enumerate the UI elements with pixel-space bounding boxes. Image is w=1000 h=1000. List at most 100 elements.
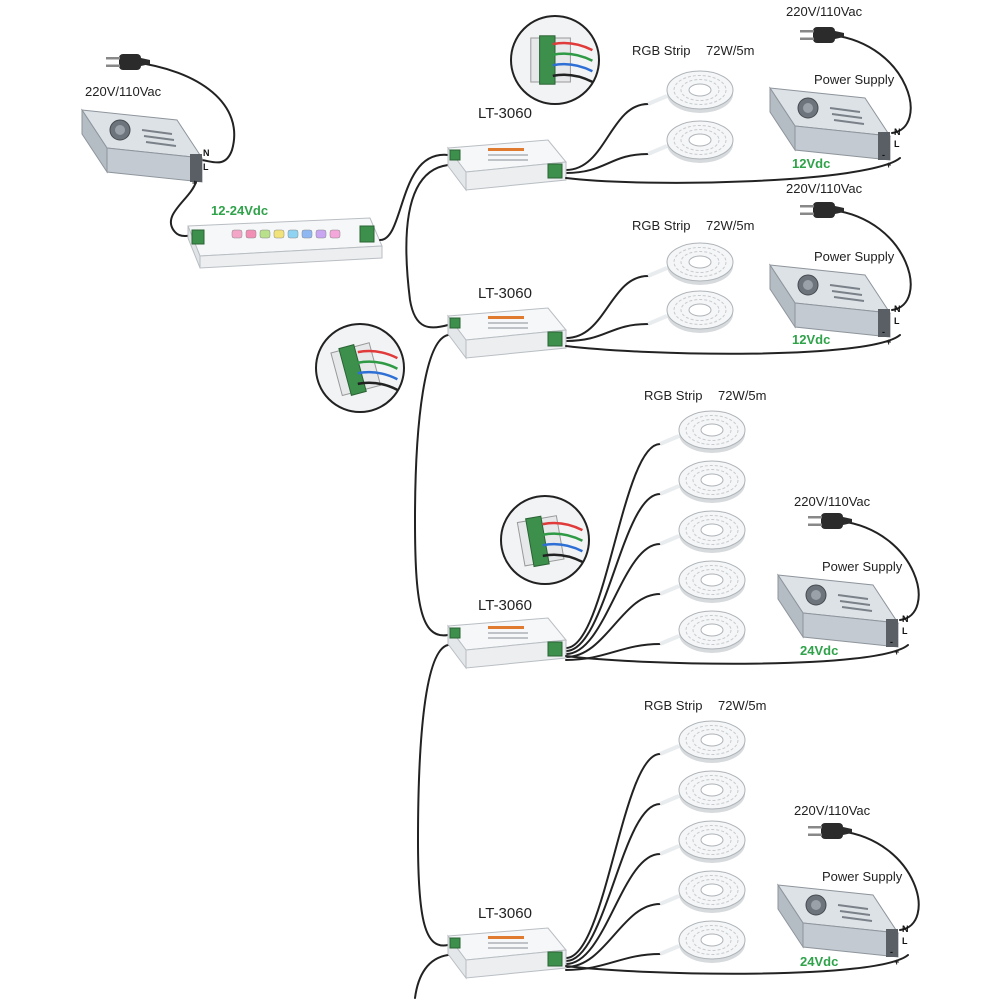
decoder-2-device <box>447 307 567 359</box>
decoder-2-strip-cable <box>565 323 649 342</box>
decoder-1-dc-cable <box>565 157 901 184</box>
decoder-4-dc-cable <box>565 954 909 975</box>
controller-button <box>259 229 271 239</box>
decoder-2-dc-label: 12Vdc <box>792 332 830 347</box>
decoder-3-rgb-strip <box>658 609 747 655</box>
wiring-zoom-2 <box>315 323 405 413</box>
decoder-1-dc-label: 12Vdc <box>792 156 830 171</box>
decoder-2-rgb-strip <box>646 289 735 335</box>
decoder-4-mains-label: 220V/110Vac <box>794 803 871 818</box>
decoder-3-term-n: N <box>902 614 909 624</box>
decoder-3-model-label: LT-3060 <box>478 597 532 614</box>
decoder-1-model-label: LT-3060 <box>478 105 532 122</box>
psu-term-n-main: N <box>203 148 210 158</box>
decoder-1-mains-plug <box>800 27 844 43</box>
decoder-2-mains-cable <box>831 209 912 311</box>
controller-button <box>287 229 299 239</box>
controller-button <box>329 229 341 239</box>
controller-button <box>301 229 313 239</box>
decoder-4-rgb-strip <box>658 769 747 815</box>
decoder-1-term-plus: + <box>886 160 891 170</box>
decoder-3-power-supply <box>777 574 899 648</box>
decoder-2-strip-label: RGB Strip <box>632 218 691 233</box>
wiring-zoom-1 <box>510 15 600 105</box>
decoder-1-strip-power: 72W/5m <box>706 43 754 58</box>
decoder-3-mains-label: 220V/110Vac <box>794 494 871 509</box>
decoder-3-psu-label: Power Supply <box>822 559 903 574</box>
decoder-3-strip-power: 72W/5m <box>718 388 766 403</box>
decoder-2-psu-label: Power Supply <box>814 249 895 264</box>
decoder-4-power-supply <box>777 884 899 958</box>
wiring-zoom-3 <box>500 495 590 585</box>
decoder-4-rgb-strip <box>658 919 747 965</box>
decoder-4-rgb-strip <box>658 819 747 865</box>
decoder-1-mains-label: 220V/110Vac <box>786 4 863 19</box>
decoder-4-strip-label: RGB Strip <box>644 698 703 713</box>
rgb-controller <box>187 217 383 269</box>
decoder-4-term-n: N <box>902 924 909 934</box>
decoder-3-dc-cable <box>565 644 909 665</box>
decoder-1-strip-label: RGB Strip <box>632 43 691 58</box>
decoder-3-term-l: L <box>902 626 908 636</box>
decoder-1-strip-cable <box>565 103 649 171</box>
decoder-4-strip-cable <box>565 953 661 971</box>
decoder-2-term-n: N <box>894 304 901 314</box>
decoder-2-power-supply <box>769 264 891 338</box>
decoder-4-psu-label: Power Supply <box>822 869 903 884</box>
decoder-3-rgb-strip <box>658 409 747 455</box>
decoder-4-strip-power: 72W/5m <box>718 698 766 713</box>
mains-cable-main <box>131 61 236 164</box>
decoder-2-strip-cable <box>565 275 649 339</box>
decoder-4-term-minus: - <box>890 947 893 957</box>
decoder-3-mains-cable <box>839 520 920 621</box>
trunk-cable <box>379 153 449 999</box>
decoder-2-strip-power: 72W/5m <box>706 218 754 233</box>
decoder-3-strip-cable <box>565 593 661 658</box>
decoder-3-strip-cable <box>565 543 661 655</box>
decoder-4-model-label: LT-3060 <box>478 905 532 922</box>
decoder-4-strip-cable <box>565 803 661 962</box>
decoder-1-rgb-strip <box>646 69 735 115</box>
decoder-3-strip-cable <box>565 643 661 661</box>
decoder-4-strip-cable <box>565 753 661 959</box>
decoder-4-dc-label: 24Vdc <box>800 954 838 969</box>
decoder-1-power-supply <box>769 87 891 161</box>
decoder-2-mains-plug <box>800 202 844 218</box>
decoder-3-dc-label: 24Vdc <box>800 643 838 658</box>
controller-button <box>231 229 243 239</box>
decoder-2-term-plus: + <box>886 337 891 347</box>
decoder-3-device <box>447 617 567 669</box>
controller-button <box>245 229 257 239</box>
decoder-1-term-n: N <box>894 127 901 137</box>
decoder-2-model-label: LT-3060 <box>478 285 532 302</box>
decoder-3-rgb-strip <box>658 459 747 505</box>
decoder-3-mains-plug <box>808 513 852 529</box>
decoder-4-strip-cable <box>565 903 661 968</box>
decoder-3-rgb-strip <box>658 509 747 555</box>
decoder-1-psu-label: Power Supply <box>814 72 895 87</box>
decoder-3-rgb-strip <box>658 559 747 605</box>
decoder-2-term-minus: - <box>882 327 885 337</box>
decoder-4-term-l: L <box>902 936 908 946</box>
power-supply-main <box>81 109 203 183</box>
controller-button <box>273 229 285 239</box>
decoder-4-mains-plug <box>808 823 852 839</box>
decoder-3-strip-label: RGB Strip <box>644 388 703 403</box>
psu-term-l-main: L <box>203 162 209 172</box>
decoder-1-term-minus: - <box>882 150 885 160</box>
decoder-2-rgb-strip <box>646 241 735 287</box>
decoder-3-term-plus: + <box>894 647 899 657</box>
decoder-1-rgb-strip <box>646 119 735 165</box>
decoder-4-strip-cable <box>565 853 661 965</box>
decoder-2-term-l: L <box>894 316 900 326</box>
decoder-1-device <box>447 139 567 191</box>
decoder-4-mains-cable <box>839 830 920 931</box>
mains-plug-main <box>106 54 150 70</box>
mains-label-main: 220V/110Vac <box>85 84 162 99</box>
decoder-2-dc-cable <box>565 334 901 355</box>
decoder-3-strip-cable <box>565 443 661 649</box>
decoder-4-rgb-strip <box>658 719 747 765</box>
decoder-4-device <box>447 927 567 979</box>
decoder-4-term-plus: + <box>894 957 899 967</box>
